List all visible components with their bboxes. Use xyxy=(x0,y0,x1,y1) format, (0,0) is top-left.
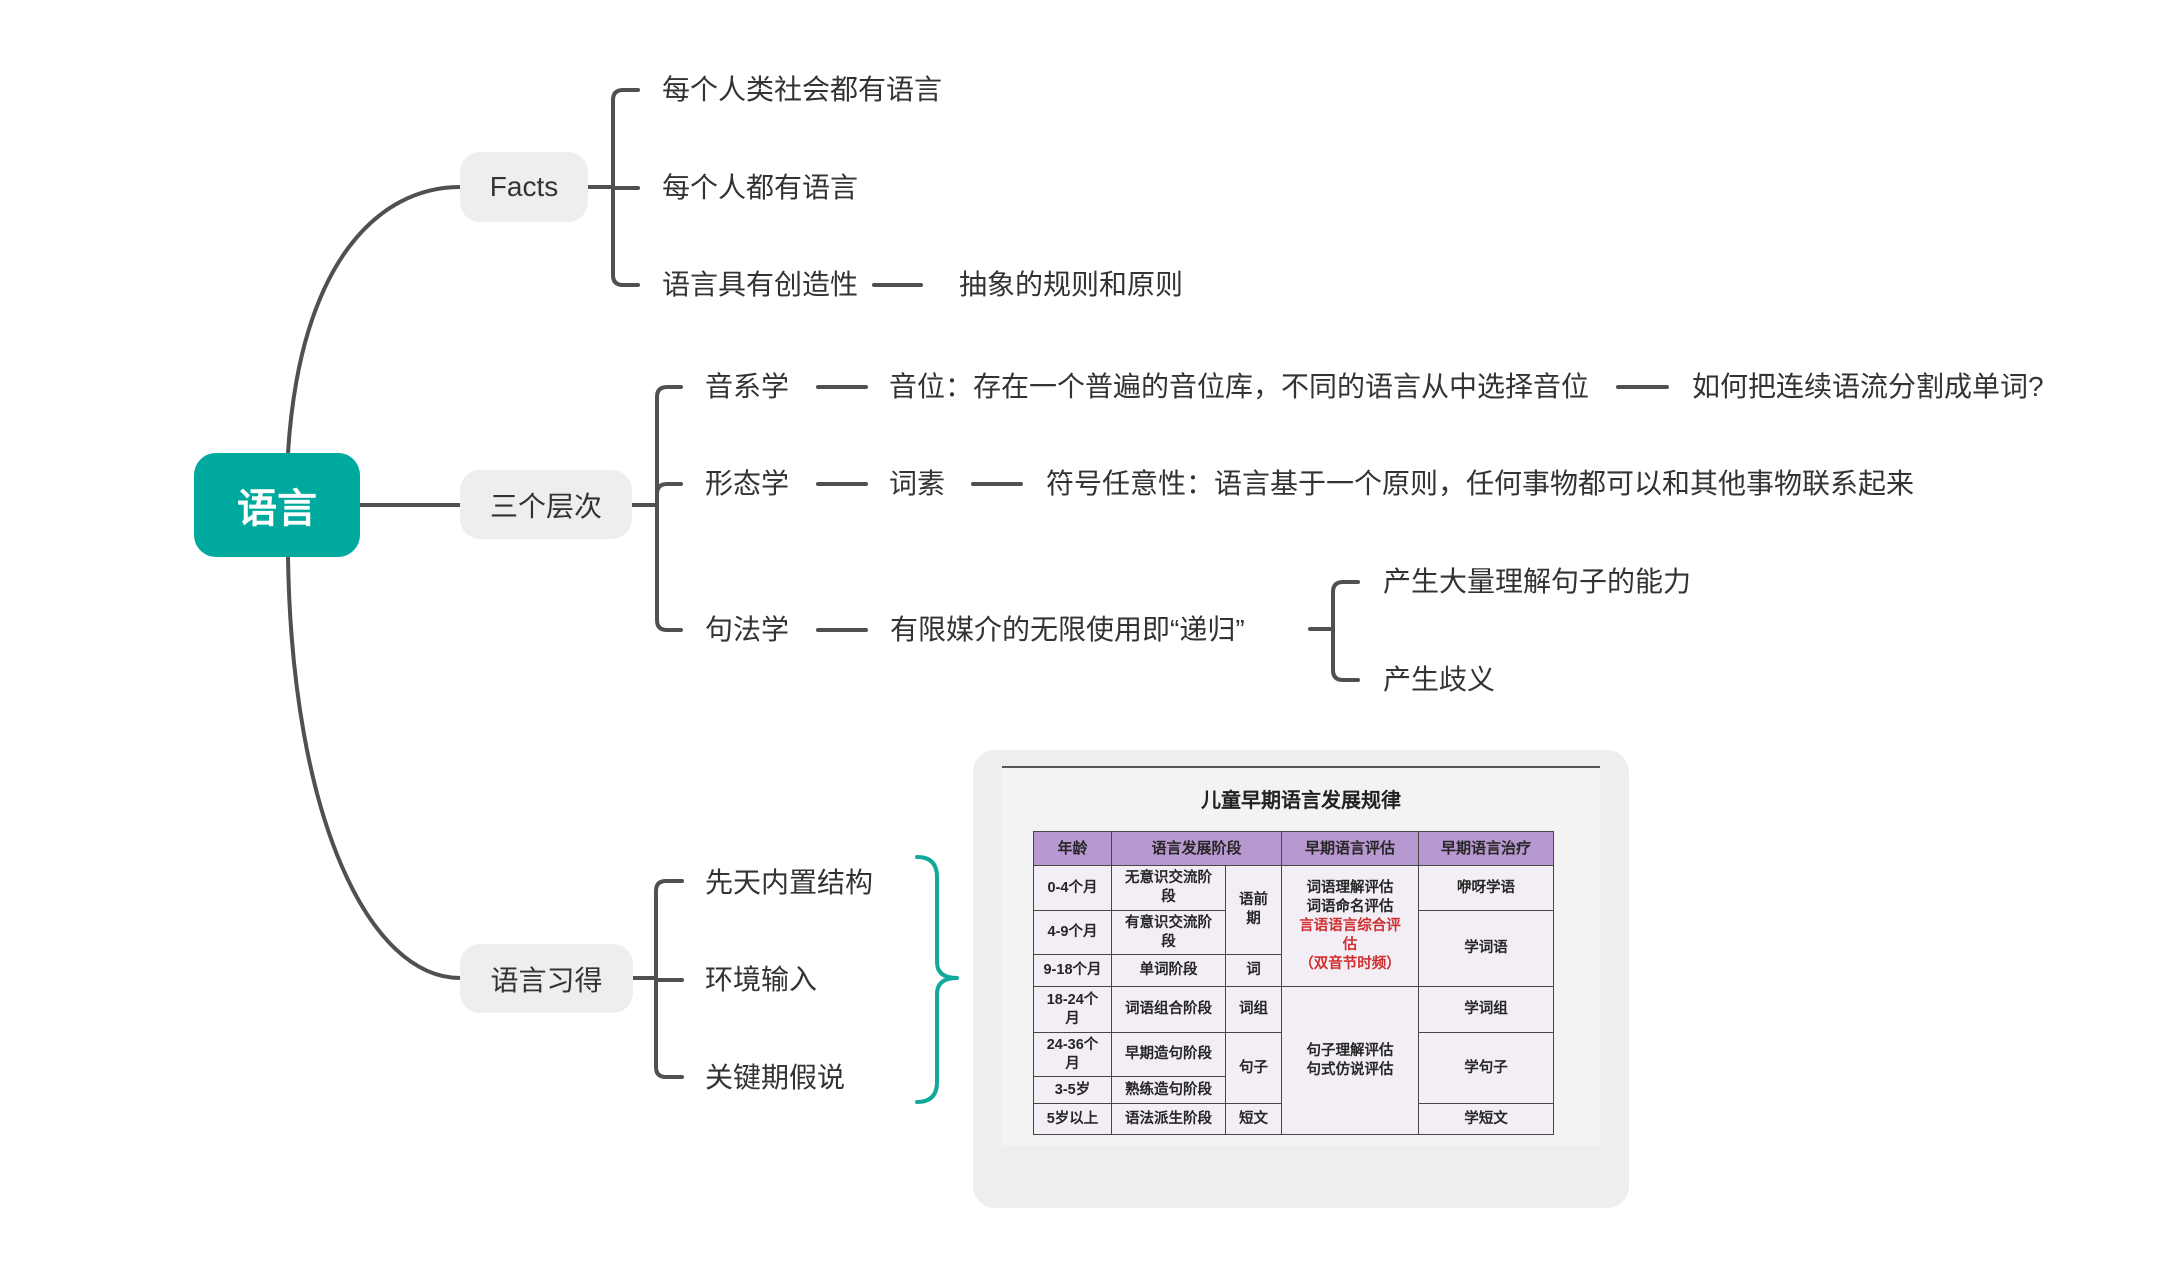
subtopic-innate-structure[interactable]: 先天内置结构 xyxy=(705,867,874,898)
table-header-row: 年龄 语言发展阶段 早期语言评估 早期语言治疗 xyxy=(1033,831,1555,866)
cell-therapy: 学短文 xyxy=(1418,1103,1555,1135)
table-row: 4-9个月 有意识交流阶 段 学词语 xyxy=(1033,910,1555,987)
table-row: 5岁以上 语法派生阶段 短文 学短文 xyxy=(1033,1103,1555,1135)
topic-facts[interactable]: Facts xyxy=(460,152,588,222)
table-row: 9-18个月 单词阶段 词 xyxy=(1033,954,1554,987)
bracket-syntax-effects xyxy=(1331,580,1360,682)
topic-language-acquisition-label: 语言习得 xyxy=(490,964,603,996)
cell-age: 24-36个 月 xyxy=(1033,1032,1112,1077)
root-topic[interactable]: 语言 xyxy=(194,453,360,557)
subtopic-abstract-rules[interactable]: 抽象的规则和原则 xyxy=(959,269,1184,300)
subtopic-segmentation-question[interactable]: 如何把连续语流分割成单词? xyxy=(1692,371,2044,402)
cell-assessment-sentences: 句子理解评估 句式仿说评估 xyxy=(1281,986,1420,1135)
cell-therapy: 学词语 xyxy=(1418,910,1555,987)
subtopic-every-society[interactable]: 每个人类社会都有语言 xyxy=(662,74,943,105)
header-age: 年龄 xyxy=(1033,831,1112,866)
topic-three-levels-label: 三个层次 xyxy=(489,490,602,522)
subtopic-arbitrariness[interactable]: 符号任意性：语言基于一个原则，任何事物都可以和其他事物联系起来 xyxy=(1046,468,1915,499)
subtopic-creativity[interactable]: 语言具有创造性 xyxy=(662,269,859,300)
cell-period: 词组 xyxy=(1224,986,1283,1033)
header-therapy: 早期语言治疗 xyxy=(1418,831,1555,866)
cell-assessment-words: 词语理解评估 词语命名评估 言语语言综合评 估 （双音节时频） xyxy=(1281,865,1420,987)
cell-period: 句子 xyxy=(1224,1032,1283,1104)
connector-root-facts xyxy=(286,185,462,455)
cell-therapy: 咿呀学语 xyxy=(1418,865,1555,911)
subtopic-ambiguity[interactable]: 产生歧义 xyxy=(1383,664,1496,695)
table-row: 18-24个 月 词语组合阶段 词组 句子理解评估 句式仿说评估 学词组 xyxy=(1033,986,1555,1135)
subtopic-environment-input[interactable]: 环境输入 xyxy=(705,964,818,995)
curly-brace-summary xyxy=(915,855,959,1104)
header-assessment: 早期语言评估 xyxy=(1281,831,1420,866)
table-row: 0-4个月 无意识交流阶 段 语前 期 词语理解评估 词语命名评估 言语语言综合… xyxy=(1033,865,1555,987)
cell-stage: 单词阶段 xyxy=(1111,954,1226,987)
image-title: 儿童早期语言发展规律 xyxy=(1201,790,1401,812)
cell-therapy: 学句子 xyxy=(1418,1032,1555,1104)
cell-age: 0-4个月 xyxy=(1033,865,1112,911)
development-table: 年龄 语言发展阶段 早期语言评估 早期语言治疗 0-4个月 无意识交流阶 段 语… xyxy=(1033,831,1555,1135)
table-row: 24-36个 月 早期造句阶段 句子 学句子 xyxy=(1033,1032,1555,1104)
topic-three-levels[interactable]: 三个层次 xyxy=(460,470,632,539)
cell-stage: 词语组合阶段 xyxy=(1111,986,1226,1033)
cell-period: 语前 期 xyxy=(1224,865,1283,955)
subtopic-syntax[interactable]: 句法学 xyxy=(705,614,790,645)
cell-age: 3-5岁 xyxy=(1033,1076,1112,1104)
subtopic-critical-period[interactable]: 关键期假说 xyxy=(705,1062,846,1093)
subtopic-recursion[interactable]: 有限媒介的无限使用即“递归” xyxy=(890,614,1245,645)
cell-stage: 有意识交流阶 段 xyxy=(1111,910,1226,955)
cell-stage: 熟练造句阶段 xyxy=(1111,1076,1226,1104)
connector-morphology xyxy=(655,482,683,496)
attached-image: 儿童早期语言发展规律 年龄 语言发展阶段 早期语言评估 早期语言治疗 0-4个月 xyxy=(1002,766,1600,1146)
assessment-text: 词语理解评估 词语命名评估 xyxy=(1306,879,1394,915)
root-topic-label: 语言 xyxy=(237,487,317,531)
connector-root-acquisition xyxy=(286,555,462,980)
subtopic-morphology[interactable]: 形态学 xyxy=(705,468,790,499)
cell-age: 9-18个月 xyxy=(1033,954,1112,987)
cell-therapy: 学词组 xyxy=(1418,986,1555,1033)
subtopic-comprehension-ability[interactable]: 产生大量理解句子的能力 xyxy=(1383,566,1692,597)
topic-language-acquisition[interactable]: 语言习得 xyxy=(460,944,633,1013)
cell-stage: 无意识交流阶 段 xyxy=(1111,865,1226,911)
subtopic-morpheme[interactable]: 词素 xyxy=(889,468,946,499)
assessment-highlight-text: 言语语言综合评 估 （双音节时频） xyxy=(1299,917,1401,972)
cell-period: 短文 xyxy=(1224,1103,1283,1135)
subtopic-every-person[interactable]: 每个人都有语言 xyxy=(662,172,859,203)
table-row: 3-5岁 熟练造句阶段 xyxy=(1033,1076,1554,1104)
cell-stage: 语法派生阶段 xyxy=(1111,1103,1226,1135)
cell-age: 5岁以上 xyxy=(1033,1103,1112,1135)
header-stage: 语言发展阶段 xyxy=(1110,831,1283,866)
topic-facts-label: Facts xyxy=(489,171,559,202)
bracket-levels xyxy=(655,385,683,632)
cell-stage: 早期造句阶段 xyxy=(1111,1032,1226,1077)
cell-age: 4-9个月 xyxy=(1033,910,1112,955)
cell-period: 词 xyxy=(1224,954,1283,987)
cell-age: 18-24个 月 xyxy=(1033,986,1112,1033)
subtopic-phoneme[interactable]: 音位：存在一个普遍的音位库，不同的语言从中选择音位 xyxy=(889,371,1590,402)
subtopic-phonology[interactable]: 音系学 xyxy=(705,371,790,402)
image-attachment-card[interactable]: 儿童早期语言发展规律 年龄 语言发展阶段 早期语言评估 早期语言治疗 0-4个月 xyxy=(973,750,1629,1208)
